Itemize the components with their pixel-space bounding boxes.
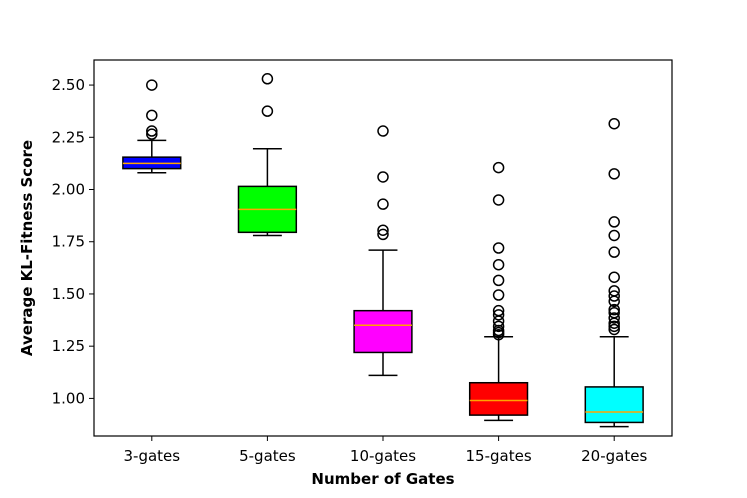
box-group-15-gates <box>468 161 529 422</box>
outlier-point <box>377 224 389 236</box>
outlier-point <box>608 312 620 324</box>
x-tick-label: 5-gates <box>239 447 296 465</box>
outlier-point <box>492 328 505 341</box>
outlier-point <box>146 125 158 137</box>
y-tick-label: 2.00 <box>52 181 85 199</box>
outlier-point <box>146 128 158 140</box>
outlier-point <box>608 295 620 308</box>
outlier-point <box>608 117 620 130</box>
outlier-point <box>377 228 389 241</box>
x-tick-label: 10-gates <box>350 447 416 465</box>
outlier-point <box>377 198 389 210</box>
plot-area <box>94 60 672 436</box>
outlier-point <box>492 289 505 301</box>
x-tick-label: 20-gates <box>581 447 647 465</box>
y-tick-label: 1.25 <box>52 337 85 355</box>
x-axis: 3-gates 5-gates 10-gates 15-gates 20-gates <box>123 436 647 465</box>
outlier-point <box>492 161 505 174</box>
outlier-point <box>146 79 158 91</box>
outlier-point <box>608 229 620 242</box>
y-axis-title: Average KL-Fitness Score <box>18 140 36 356</box>
y-tick-label: 1.75 <box>52 233 85 251</box>
outlier-point <box>608 216 620 228</box>
outlier-point <box>608 303 620 316</box>
box-group-5-gates <box>237 73 298 237</box>
box <box>584 386 644 424</box>
box <box>468 381 529 416</box>
outlier-point <box>492 242 505 254</box>
outlier-point <box>492 274 505 287</box>
outlier-point <box>608 246 620 258</box>
boxes-layer <box>122 73 644 428</box>
box-group-3-gates <box>122 79 182 174</box>
box <box>353 309 413 354</box>
box-group-20-gates <box>584 117 644 428</box>
outlier-point <box>492 320 505 333</box>
outlier-point <box>608 323 620 336</box>
outlier-point <box>492 258 505 271</box>
y-tick-label: 1.00 <box>52 389 85 407</box>
x-tick-label: 15-gates <box>466 447 532 465</box>
outlier-point <box>608 317 620 329</box>
outlier-point <box>261 73 274 85</box>
y-tick-label: 2.50 <box>52 76 85 94</box>
x-axis-title: Number of Gates <box>311 470 454 488</box>
outlier-point <box>377 125 389 137</box>
box-group-10-gates <box>353 125 413 377</box>
outlier-point <box>608 290 620 302</box>
outlier-point <box>608 271 620 283</box>
outlier-point <box>146 109 158 122</box>
outlier-point <box>377 171 389 183</box>
outlier-point <box>608 168 620 180</box>
y-tick-label: 2.25 <box>52 128 85 146</box>
outlier-point <box>492 309 505 321</box>
y-tick-label: 1.50 <box>52 285 85 303</box>
outlier-point <box>608 320 620 333</box>
y-axis: 1.00 1.25 1.50 1.75 2.00 2.25 2.50 <box>52 76 94 407</box>
outlier-point <box>492 194 505 206</box>
outlier-point <box>261 105 274 117</box>
x-tick-label: 3-gates <box>123 447 180 465</box>
